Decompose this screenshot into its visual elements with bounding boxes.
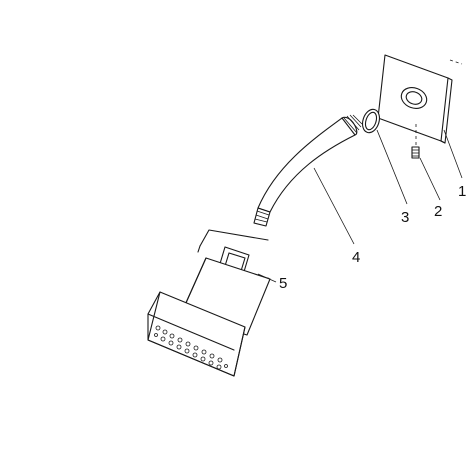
callout-1: 1 <box>458 183 466 200</box>
washer <box>361 108 381 134</box>
arm-thread-bottom <box>254 210 270 223</box>
callout-4: 4 <box>352 249 360 266</box>
callout-5: 5 <box>279 275 287 292</box>
set-screw <box>411 124 420 159</box>
leader-lines <box>257 129 463 283</box>
wall-flange <box>377 54 463 144</box>
spray-nozzles <box>154 325 228 370</box>
callout-3: 3 <box>401 209 409 226</box>
shower-arm <box>253 114 363 227</box>
arm-thread-top <box>343 114 363 134</box>
callout-2: 2 <box>434 203 442 220</box>
shower-head <box>147 257 271 377</box>
